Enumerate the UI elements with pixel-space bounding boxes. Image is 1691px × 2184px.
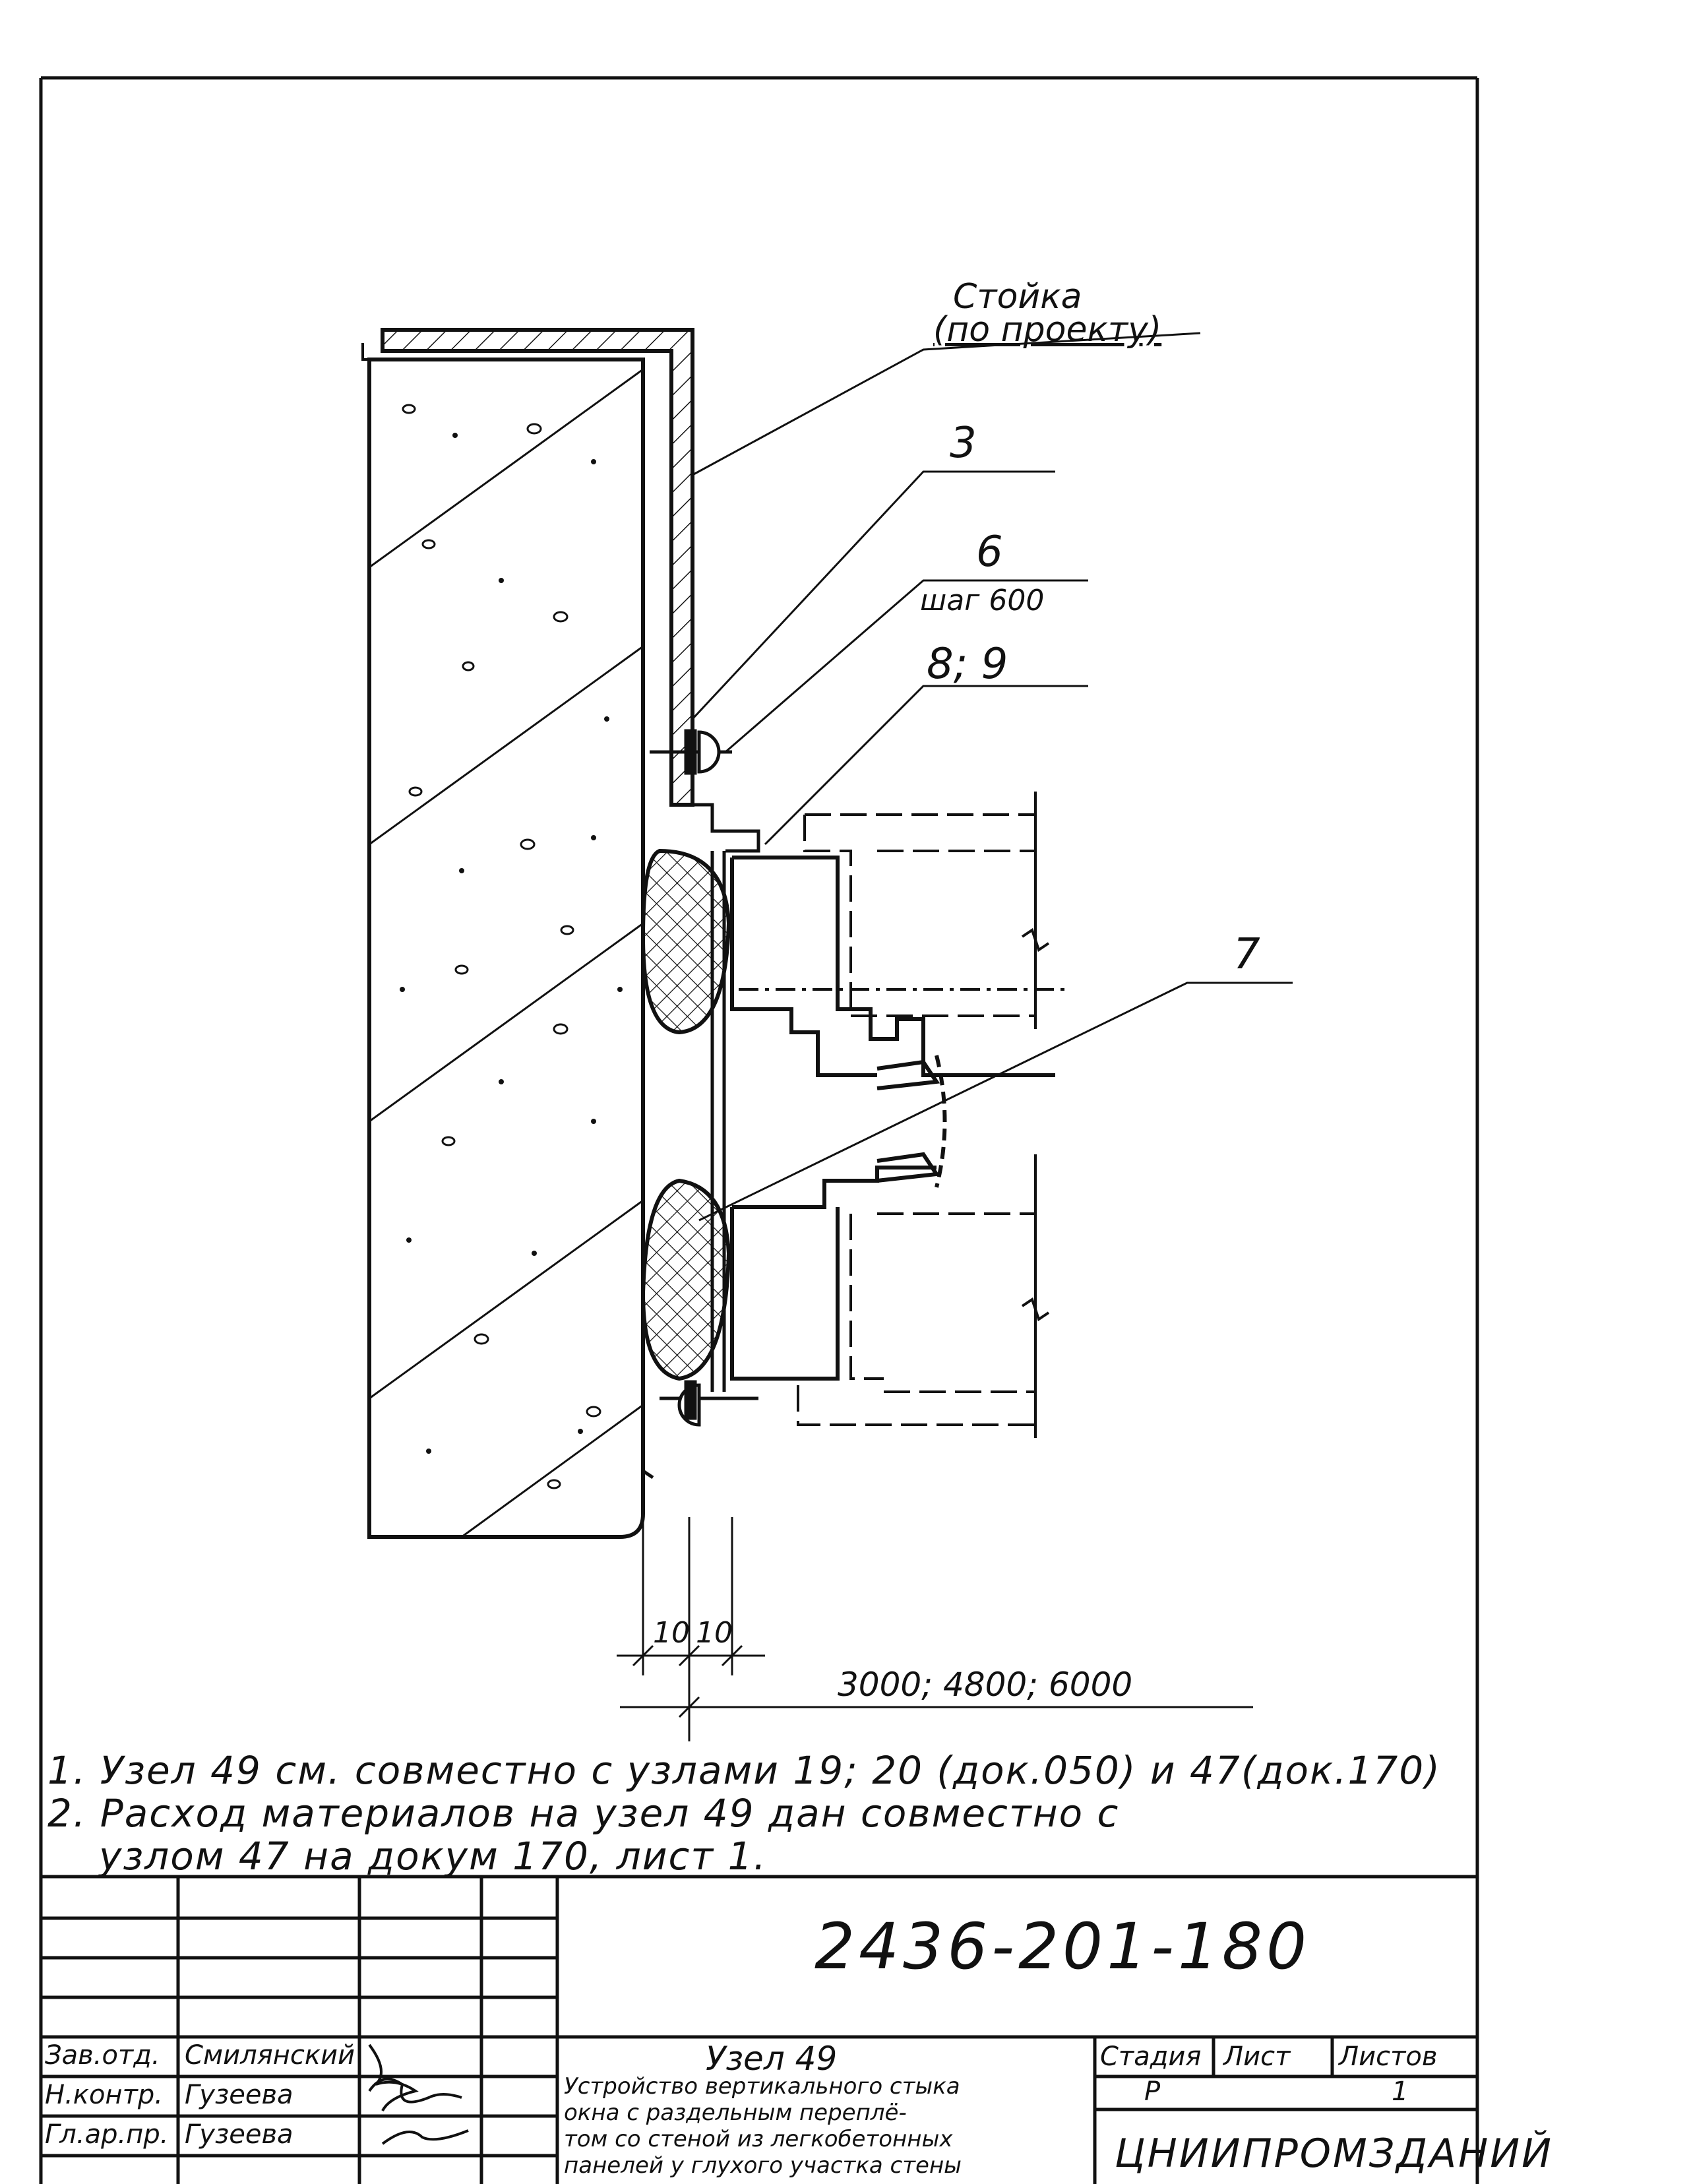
name-1: Смилянский	[185, 2040, 355, 2071]
signatures	[368, 2044, 469, 2145]
note-1: 1. Узел 49 см. совместно с узлами 19; 20…	[47, 1748, 1441, 1793]
callout-8-9: 8; 9	[927, 640, 1008, 689]
description-line-4: панелей у глухого участка стены	[564, 2152, 962, 2179]
steel-angle-post	[361, 328, 694, 807]
role-3: Гл.ар.пр.	[45, 2119, 169, 2150]
name-2: Гузеева	[185, 2080, 293, 2110]
role-1: Зав.отд.	[45, 2040, 160, 2071]
sealant-cord-lower	[640, 1178, 731, 1381]
callout-stoika-sublabel: (по проекту)	[933, 310, 1162, 350]
dimension-10-right: 10	[696, 1616, 733, 1650]
sealant-cord-upper	[640, 848, 731, 1035]
dimension-span: 3000; 4800; 6000	[838, 1666, 1133, 1704]
description-line-5: или у температурного шва	[564, 2176, 884, 2184]
stage-value: Р	[1144, 2076, 1161, 2107]
title-block-grid	[41, 1875, 1477, 2184]
callout-7: 7	[1233, 930, 1260, 979]
description-line-2: окна с раздельным переплё-	[564, 2100, 907, 2126]
name-3: Гузеева	[185, 2119, 293, 2150]
break-lines	[739, 792, 1068, 1438]
document-number: 2436-201-180	[815, 1910, 1311, 1983]
organization: ЦНИИПРОМЗДАНИЙ	[1115, 2131, 1554, 2177]
stage-label: Стадия	[1100, 2042, 1202, 2072]
description-line-3: том со стеной из легкобетонных	[564, 2126, 953, 2152]
concrete-wall-panel	[367, 358, 645, 1539]
role-2: Н.контр.	[45, 2080, 163, 2110]
window-frame	[730, 856, 1055, 1381]
sheets-label: Листов	[1339, 2042, 1438, 2072]
callout-6-spacing: шаг 600	[920, 584, 1045, 617]
node-title: Узел 49	[706, 2040, 838, 2078]
callout-3: 3	[950, 419, 977, 468]
fixing-bolt	[650, 729, 732, 775]
description-line-1: Устройство вертикального стыка	[564, 2073, 960, 2100]
dimension-10-left: 10	[653, 1616, 690, 1650]
callout-leaders	[691, 332, 1293, 1222]
dimension-lines	[617, 1517, 1253, 1741]
callout-stoika-label: Стойка	[953, 277, 1082, 317]
sheet-value: 1	[1392, 2076, 1409, 2107]
sheet-frame	[39, 76, 1479, 2184]
sheet-label: Лист	[1223, 2042, 1291, 2072]
fixing-bolt-lower	[660, 1380, 758, 1427]
callout-6: 6	[976, 528, 1003, 577]
window-sash-dashed	[797, 813, 1035, 1426]
note-2: 2. Расход материалов на узел 49 дан совм…	[47, 1791, 1120, 1836]
note-2-continued: узлом 47 на докум 170, лист 1.	[99, 1834, 767, 1879]
